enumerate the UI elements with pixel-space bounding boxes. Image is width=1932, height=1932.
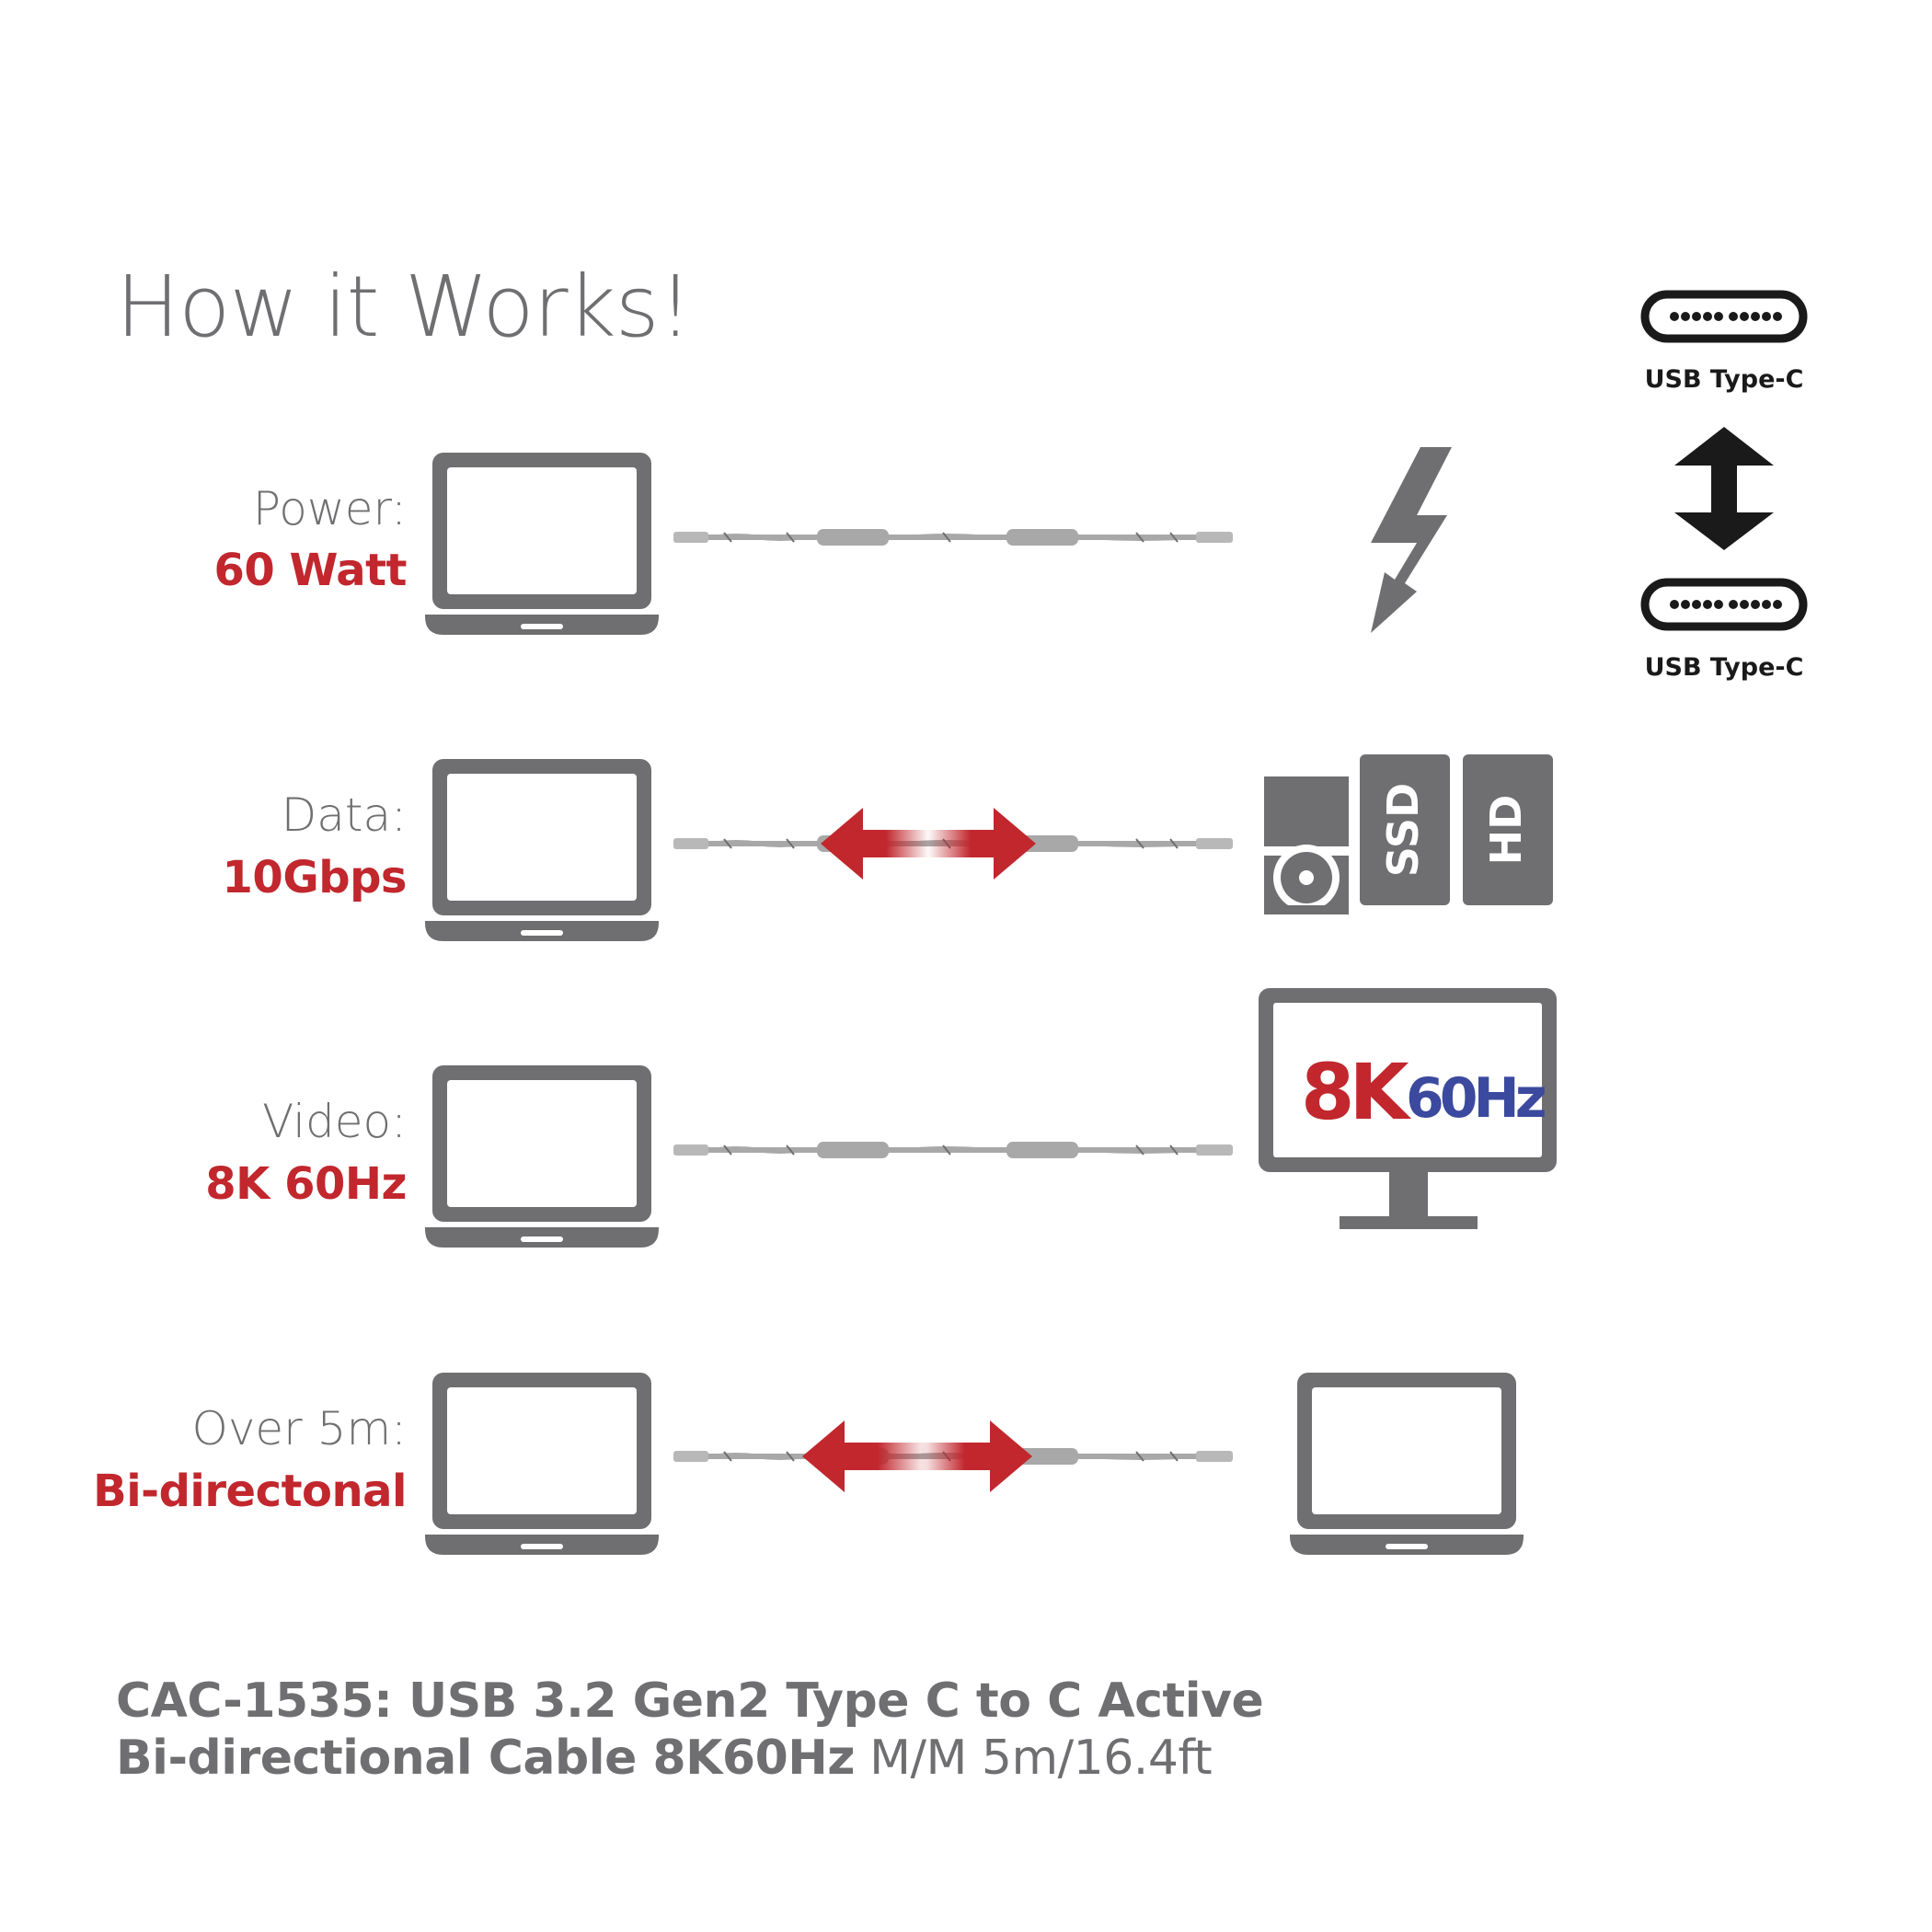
usb-cable [673,1142,1233,1158]
usb-type-c-label-bottom: USB Type-C [1644,653,1804,682]
hd-label: HD [1481,795,1531,866]
double-arrow-icon [1674,427,1774,550]
power-value: 60 Watt [213,545,407,596]
usb-c-port-icon [1645,582,1803,627]
data-label: Data: [281,788,407,842]
ssd-label: SSD [1378,783,1428,877]
laptop-icon [425,1373,659,1555]
laptop-icon [1290,1373,1524,1555]
usb-c-port-icon [1645,294,1803,339]
product-title-line2: Bi-directional Cable 8K60Hz M/M 5m/16.4f… [116,1730,1263,1787]
video-label: Video: [262,1095,407,1148]
disc-drive-icon [1264,776,1349,914]
product-description: CAC-1535: USB 3.2 Gen2 Type C to C Activ… [116,1673,1264,1787]
page-title: How it Works! [116,258,693,356]
distance-label: Over 5m: [191,1402,407,1455]
product-title-line2-bold: Bi-directional Cable 8K60Hz [116,1731,856,1786]
power-label: Power: [252,482,407,535]
laptop-icon [425,1065,659,1248]
bidirectional-arrow-icon [821,808,1036,880]
product-title-line1: CAC-1535: USB 3.2 Gen2 Type C to C Activ… [116,1673,1264,1729]
video-value: 8K 60Hz [205,1158,407,1210]
monitor-icon: 8K 60Hz [1259,988,1557,1229]
lightning-bolt-icon [1371,447,1452,633]
monitor-60hz-text: 60Hz [1406,1066,1546,1131]
bidirectional-arrow-icon [802,1420,1032,1492]
hd-icon: HD [1463,754,1553,905]
monitor-8k-text: 8K [1301,1047,1411,1137]
laptop-icon [425,453,659,635]
data-value: 10Gbps [222,852,408,903]
product-title-line2-light: M/M 5m/16.4ft [855,1731,1213,1786]
usb-cable [673,529,1233,546]
usb-type-c-label-top: USB Type-C [1644,365,1804,394]
ssd-icon: SSD [1360,754,1450,905]
distance-value: Bi-directonal [93,1466,407,1517]
laptop-icon [425,759,659,941]
